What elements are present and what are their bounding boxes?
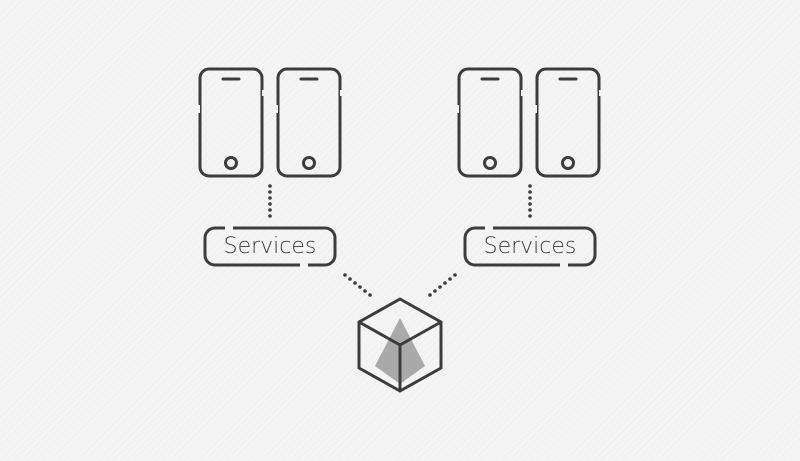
- cube-icon: [357, 297, 443, 393]
- services-label-left: Services: [224, 234, 317, 259]
- services-box-left: Services: [203, 226, 337, 267]
- connector-left-diagonal: [343, 273, 372, 297]
- smartphone-icon: [533, 67, 603, 178]
- smartphone-icon: [196, 67, 266, 178]
- connector-right-diagonal: [428, 273, 457, 297]
- services-box-right: Services: [463, 226, 597, 267]
- connector-left-vertical: [268, 184, 272, 218]
- smartphone-icon: [455, 67, 525, 178]
- connector-right-vertical: [528, 184, 532, 218]
- smartphone-icon: [274, 67, 344, 178]
- services-label-right: Services: [484, 234, 577, 259]
